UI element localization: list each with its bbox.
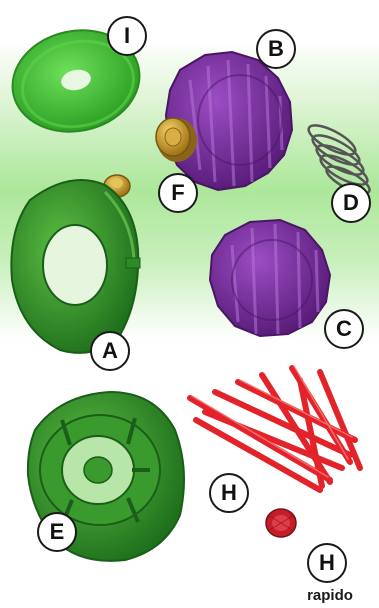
label-badge-d: D	[331, 183, 371, 223]
label-badge-c: C	[324, 309, 364, 349]
green-head-cover	[11, 180, 140, 353]
label-badge-h-top: H	[209, 473, 249, 513]
red-trimmer-lines	[190, 368, 360, 490]
label-badge-h-bottom: H	[307, 543, 347, 583]
label-badge-f: F	[158, 173, 198, 213]
label-badge-a: A	[90, 331, 130, 371]
label-badge-i: I	[107, 16, 147, 56]
label-badge-b: B	[256, 29, 296, 69]
red-line-cap	[266, 509, 296, 537]
purple-spool-lower	[210, 220, 330, 336]
caption-rapido: rapido	[294, 587, 366, 604]
brass-bearing	[156, 118, 197, 162]
label-badge-e: E	[37, 512, 77, 552]
